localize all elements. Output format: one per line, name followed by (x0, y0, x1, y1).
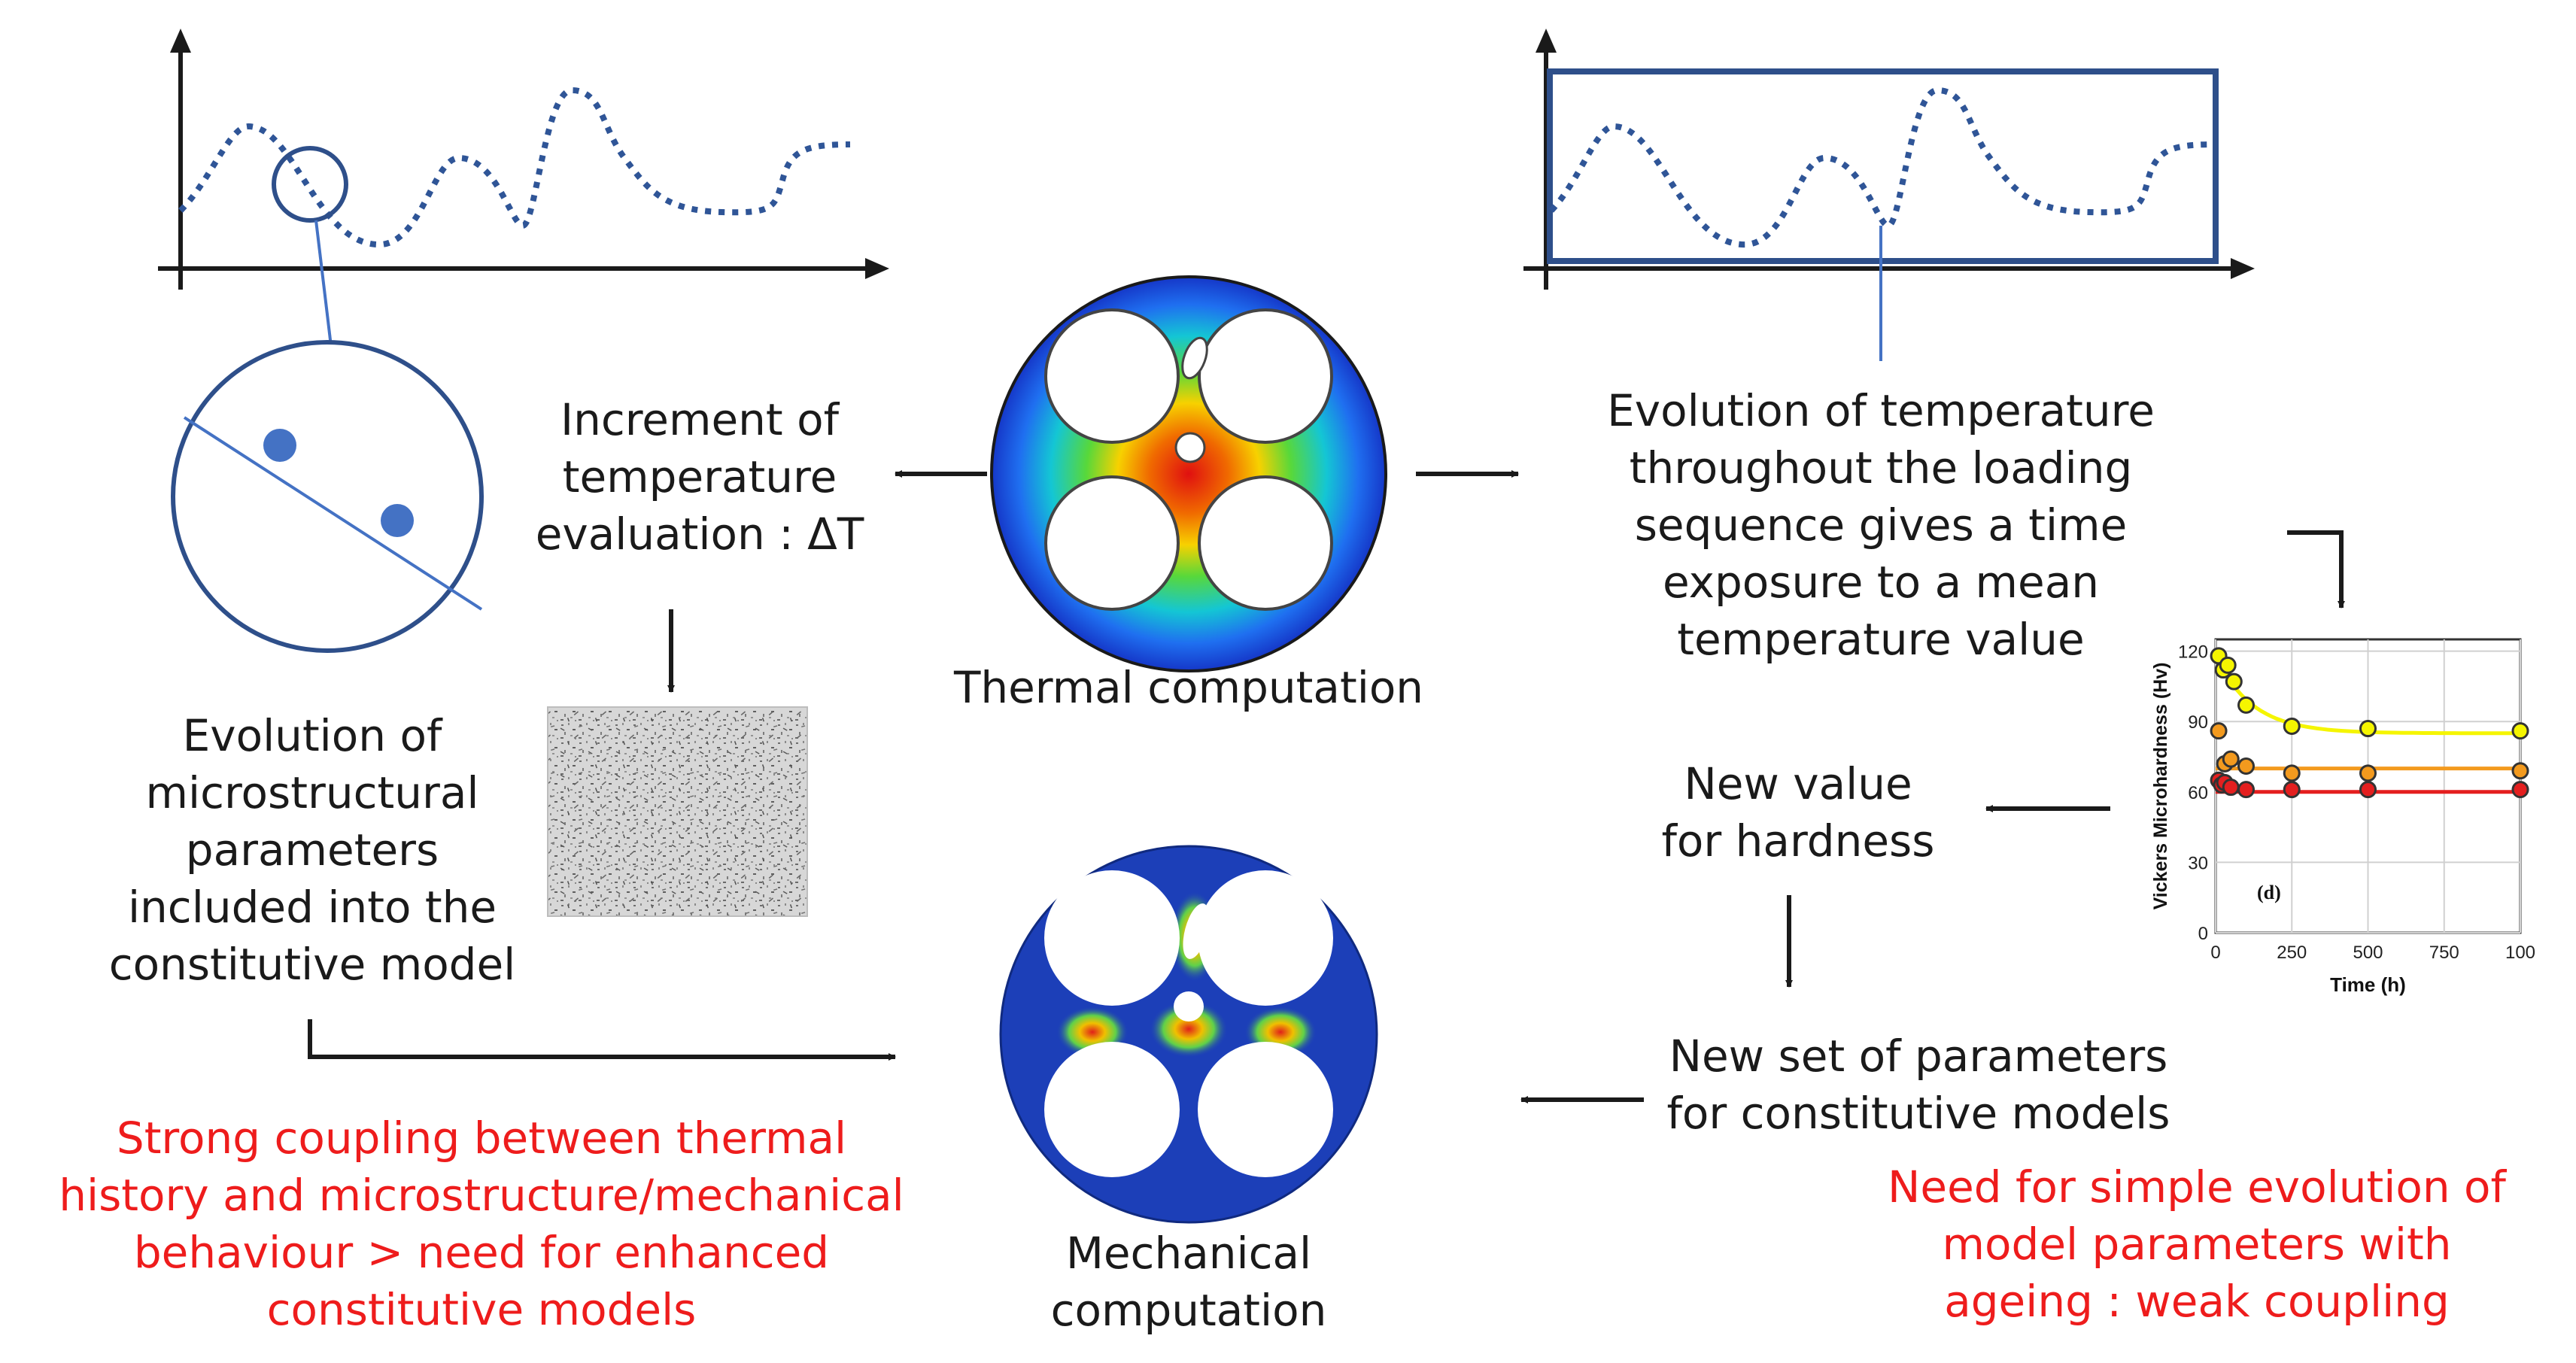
zoom-circle-small (272, 146, 348, 223)
chart-data-point (2222, 750, 2240, 768)
thermal-field (990, 275, 1387, 672)
strong-coupling-note: Strong coupling between thermal history … (59, 1113, 904, 1335)
hole-slot (1183, 903, 1210, 959)
chart-data-point (2283, 717, 2301, 735)
y-axis-arrow-icon (1536, 29, 1557, 53)
evolution-microstructure-label: Evolution of microstructural parameters … (108, 710, 516, 990)
chart-data-point (2511, 722, 2529, 740)
hole-top-left (1044, 870, 1180, 1006)
x-axis-arrow-icon (865, 258, 889, 279)
chart-x-tick-label: 0 (2210, 943, 2220, 963)
temperature-history-plot-right (1523, 29, 2255, 361)
chart-data-point (2237, 757, 2255, 775)
chart-y-tick-label: 30 (2188, 853, 2208, 873)
chart-y-tick-label: 0 (2198, 924, 2208, 944)
arrow-micro-to-mechanical (308, 1019, 896, 1061)
arrow-evolution-to-chart (2287, 530, 2345, 609)
chart-data-point (2225, 672, 2243, 691)
sample-point-1 (263, 429, 296, 462)
increment-label: Increment of temperature evaluation : ΔT (535, 394, 864, 560)
chart-data-point (2359, 720, 2377, 738)
temperature-history-plot-left (158, 29, 889, 347)
chart-data-point (2359, 764, 2377, 782)
chart-data-point (2511, 762, 2529, 780)
temperature-curve (1549, 87, 2214, 248)
chart-y-axis-label: Vickers Microhardness (Hv) (2150, 663, 2171, 910)
hole-bottom-left (1044, 1042, 1180, 1177)
hole-slot (1181, 336, 1208, 380)
hole-bottom-left (1044, 475, 1180, 611)
chart-data-point (2283, 781, 2301, 799)
hole-bottom-right (1198, 1042, 1333, 1177)
zoom-connector (314, 220, 333, 347)
hole-center (1174, 432, 1206, 463)
stress-spot-center (1150, 1000, 1228, 1058)
temperature-curve (178, 87, 851, 248)
chart-data-point (2219, 656, 2237, 674)
zoom-circle-large (171, 340, 484, 653)
chart-data-point (2222, 779, 2240, 797)
new-hardness-label: New value for hardness (1661, 758, 1935, 867)
arrows (308, 470, 2345, 1103)
new-parameters-label: New set of parameters for constitutive m… (1666, 1031, 2170, 1139)
microstructure-image (547, 706, 808, 917)
chart-x-tick-label: 750 (2429, 943, 2459, 963)
y-axis-arrow-icon (170, 29, 191, 53)
hardness-ageing-chart: 0 30 60 90 120 0 250 500 750 100 (d) Time (h) Vicker… (2150, 638, 2535, 996)
mechanical-computation-disk (999, 845, 1378, 1224)
chart-y-tick-label: 90 (2188, 712, 2208, 733)
chart-y-tick-label: 60 (2188, 783, 2208, 803)
chart-x-tick-label: 100 (2505, 943, 2535, 963)
chart-data-point (2359, 781, 2377, 799)
chart-y-tick-label: 120 (2178, 642, 2208, 663)
chart-data-point (2283, 764, 2301, 782)
x-axis-arrow-icon (2231, 258, 2255, 279)
chart-data-point (2210, 722, 2228, 740)
hole-top-left (1044, 308, 1180, 444)
chart-x-tick-label: 500 (2353, 943, 2383, 963)
chart-data-point (2237, 781, 2255, 799)
thermal-computation-disk (990, 275, 1387, 672)
hole-top-right (1198, 308, 1333, 444)
hole-bottom-right (1198, 475, 1333, 611)
chart-x-axis-label: Time (h) (2330, 973, 2406, 996)
averaging-window (1547, 68, 2219, 264)
zoom-segment (183, 416, 483, 611)
weak-coupling-note: Need for simple evolution of model param… (1888, 1161, 2506, 1327)
chart-data-point (2237, 696, 2255, 714)
sample-point-2 (381, 504, 414, 537)
evolution-temperature-label: Evolution of temperature throughout the … (1607, 385, 2155, 665)
hole-top-right (1198, 870, 1333, 1006)
hole-center (1174, 991, 1204, 1021)
thermal-computation-label: Thermal computation (953, 662, 1424, 713)
chart-panel-label: (d) (2257, 882, 2281, 903)
chart-data-point (2511, 781, 2529, 799)
zoom-detail (171, 340, 484, 653)
mechanical-computation-label: Mechanical computation (1050, 1228, 1327, 1336)
chart-x-tick-label: 250 (2277, 943, 2307, 963)
